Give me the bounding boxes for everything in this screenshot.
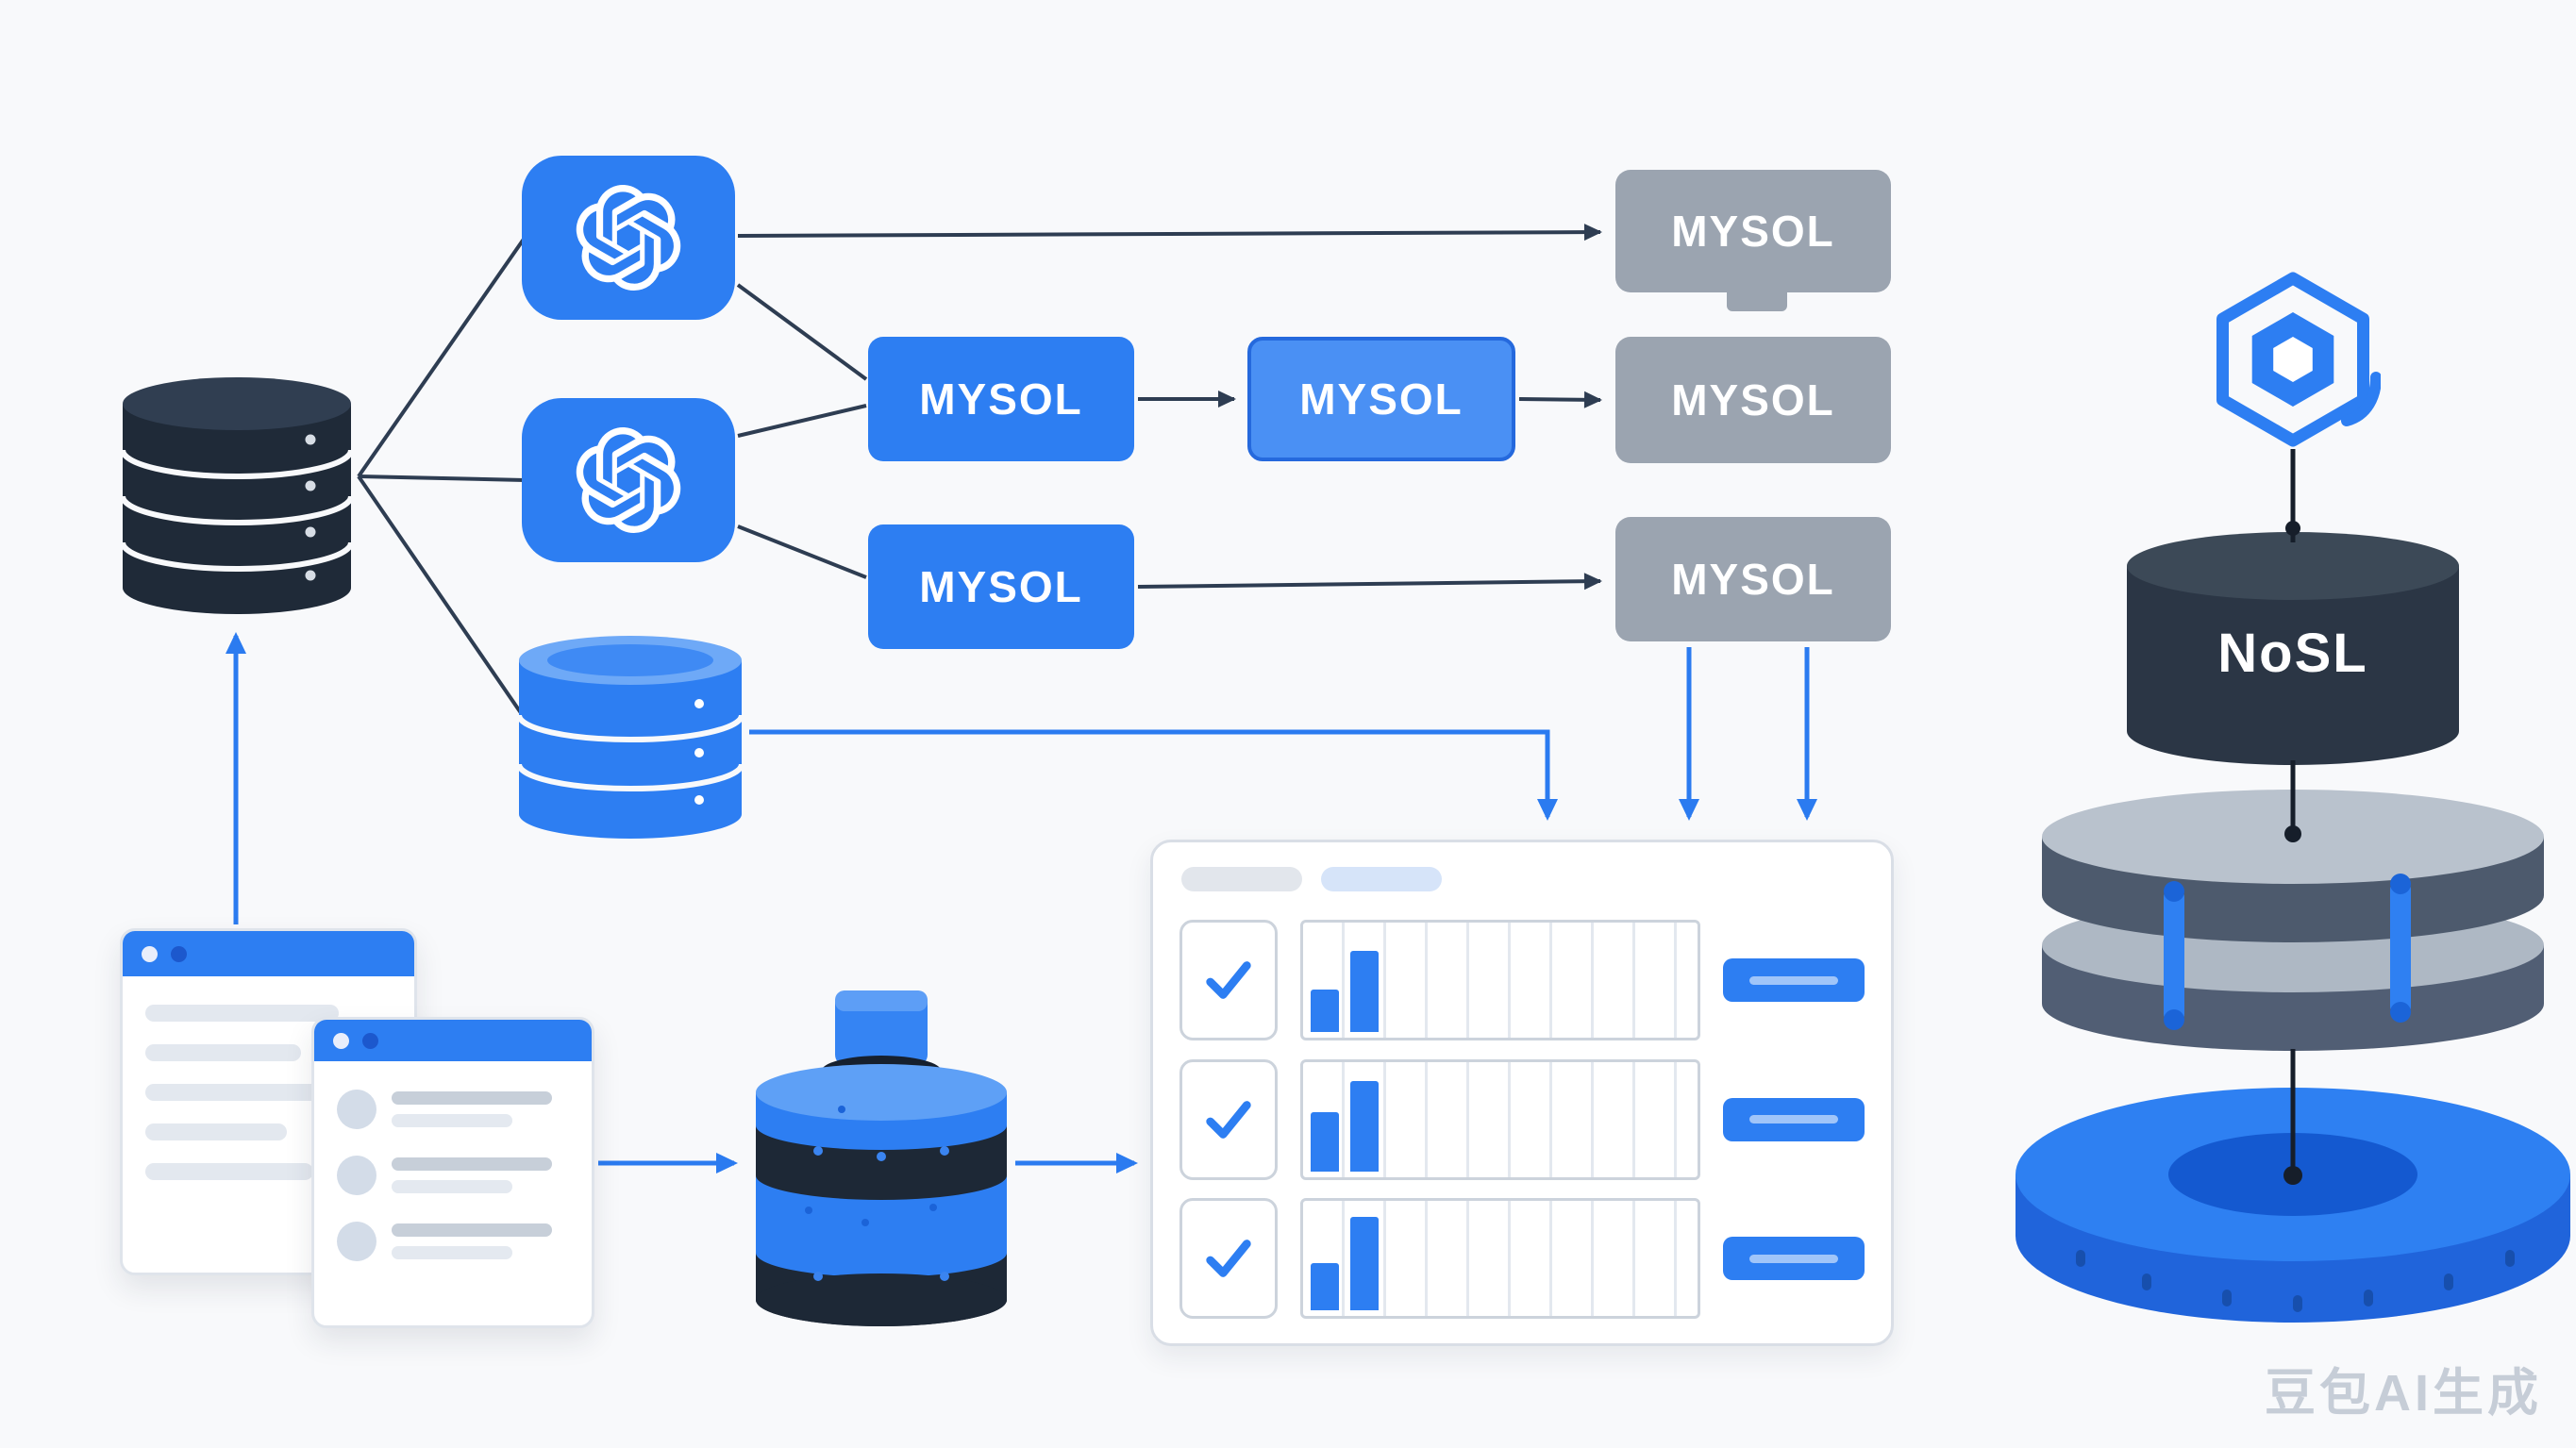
panel-tabs xyxy=(1181,867,1442,891)
window-dot-icon xyxy=(333,1032,349,1049)
row-action-button xyxy=(1723,958,1865,1002)
text-line-placeholder xyxy=(145,1044,301,1061)
table-row xyxy=(1179,1058,1865,1180)
mysol-node-gray-3: MYSOL xyxy=(1615,517,1891,641)
panel-tab-pill-1 xyxy=(1181,867,1302,891)
window-header xyxy=(314,1020,592,1061)
node-label: MYSOL xyxy=(1299,374,1464,424)
nosl-label: NoSL xyxy=(2217,623,2367,684)
window-dot-icon xyxy=(171,945,187,962)
checklist-panel xyxy=(1150,840,1894,1346)
openai-logo-icon xyxy=(576,427,681,533)
mysol-node-blue-1: MYSOL xyxy=(868,337,1134,461)
bar-chart-cell xyxy=(1300,1058,1700,1180)
node-label: MYSOL xyxy=(919,374,1083,424)
button-label-placeholder xyxy=(1749,1115,1838,1123)
openai-node-1 xyxy=(522,156,735,320)
watermark-text: 豆包AI生成 xyxy=(2265,1365,2542,1422)
stack-disk-upper xyxy=(2042,790,2544,942)
nosl-database: NoSL xyxy=(2127,532,2459,765)
list-item xyxy=(337,1090,569,1129)
blue-database-icon xyxy=(516,636,744,839)
button-label-placeholder xyxy=(1749,1254,1838,1263)
text-line-placeholder xyxy=(392,1114,512,1127)
avatar-placeholder xyxy=(337,1090,376,1129)
row-action-button xyxy=(1723,1097,1865,1141)
node-label: MYSOL xyxy=(1671,207,1835,256)
bar-group xyxy=(1311,1070,1379,1172)
hexagon-logo-icon xyxy=(2216,272,2381,447)
node-label: MYSOL xyxy=(1671,555,1835,604)
bar-group xyxy=(1311,1208,1379,1310)
window-dot-icon xyxy=(362,1032,378,1049)
openai-node-2 xyxy=(522,398,735,562)
text-line-placeholder xyxy=(392,1091,552,1105)
table-row xyxy=(1179,1198,1865,1319)
openai-logo-icon xyxy=(576,185,681,291)
panel-rows xyxy=(1179,920,1865,1319)
row-action-button xyxy=(1723,1237,1865,1280)
node-label: MYSOL xyxy=(1671,375,1835,424)
list-item xyxy=(337,1156,569,1195)
text-line-placeholder xyxy=(145,1005,339,1022)
checkbox xyxy=(1179,1058,1278,1180)
window-body xyxy=(314,1061,592,1316)
bar-chart-cell xyxy=(1300,1198,1700,1319)
mysol-node-blue-2: MYSOL xyxy=(1247,337,1515,461)
browser-window-2 xyxy=(311,1017,594,1328)
list-item xyxy=(337,1222,569,1261)
window-dot-icon xyxy=(142,945,158,962)
text-line-placeholder xyxy=(145,1163,313,1180)
processing-database-icon xyxy=(756,990,1007,1326)
text-line-placeholder xyxy=(392,1246,512,1259)
text-line-placeholder xyxy=(145,1084,325,1101)
panel-tab-pill-2 xyxy=(1321,867,1442,891)
window-body xyxy=(123,976,414,1231)
mysol-node-gray-2: MYSOL xyxy=(1615,337,1891,463)
window-header xyxy=(123,931,414,976)
bar-chart-cell xyxy=(1300,920,1700,1040)
mysol-node-gray-1: MYSOL xyxy=(1615,170,1891,292)
base-ring xyxy=(2016,1088,2570,1323)
node-label: MYSOL xyxy=(919,562,1083,611)
disk-connector-pin-1 xyxy=(2164,881,2184,1030)
button-label-placeholder xyxy=(1749,975,1838,985)
mysol-node-blue-3: MYSOL xyxy=(868,524,1134,649)
checkbox xyxy=(1179,1198,1278,1319)
checkbox xyxy=(1179,920,1278,1040)
avatar-placeholder xyxy=(337,1222,376,1261)
disk-connector-pin-2 xyxy=(2390,874,2411,1023)
checkmark-icon xyxy=(1206,1240,1251,1277)
text-line-placeholder xyxy=(392,1180,512,1193)
checkmark-icon xyxy=(1206,961,1251,999)
text-line-placeholder xyxy=(392,1223,552,1237)
bar-group xyxy=(1311,930,1379,1032)
text-line-placeholder xyxy=(392,1157,552,1171)
checkmark-icon xyxy=(1206,1100,1251,1139)
avatar-placeholder xyxy=(337,1156,376,1195)
text-line-placeholder xyxy=(145,1123,287,1140)
table-row xyxy=(1179,920,1865,1040)
source-database-icon xyxy=(120,377,354,614)
